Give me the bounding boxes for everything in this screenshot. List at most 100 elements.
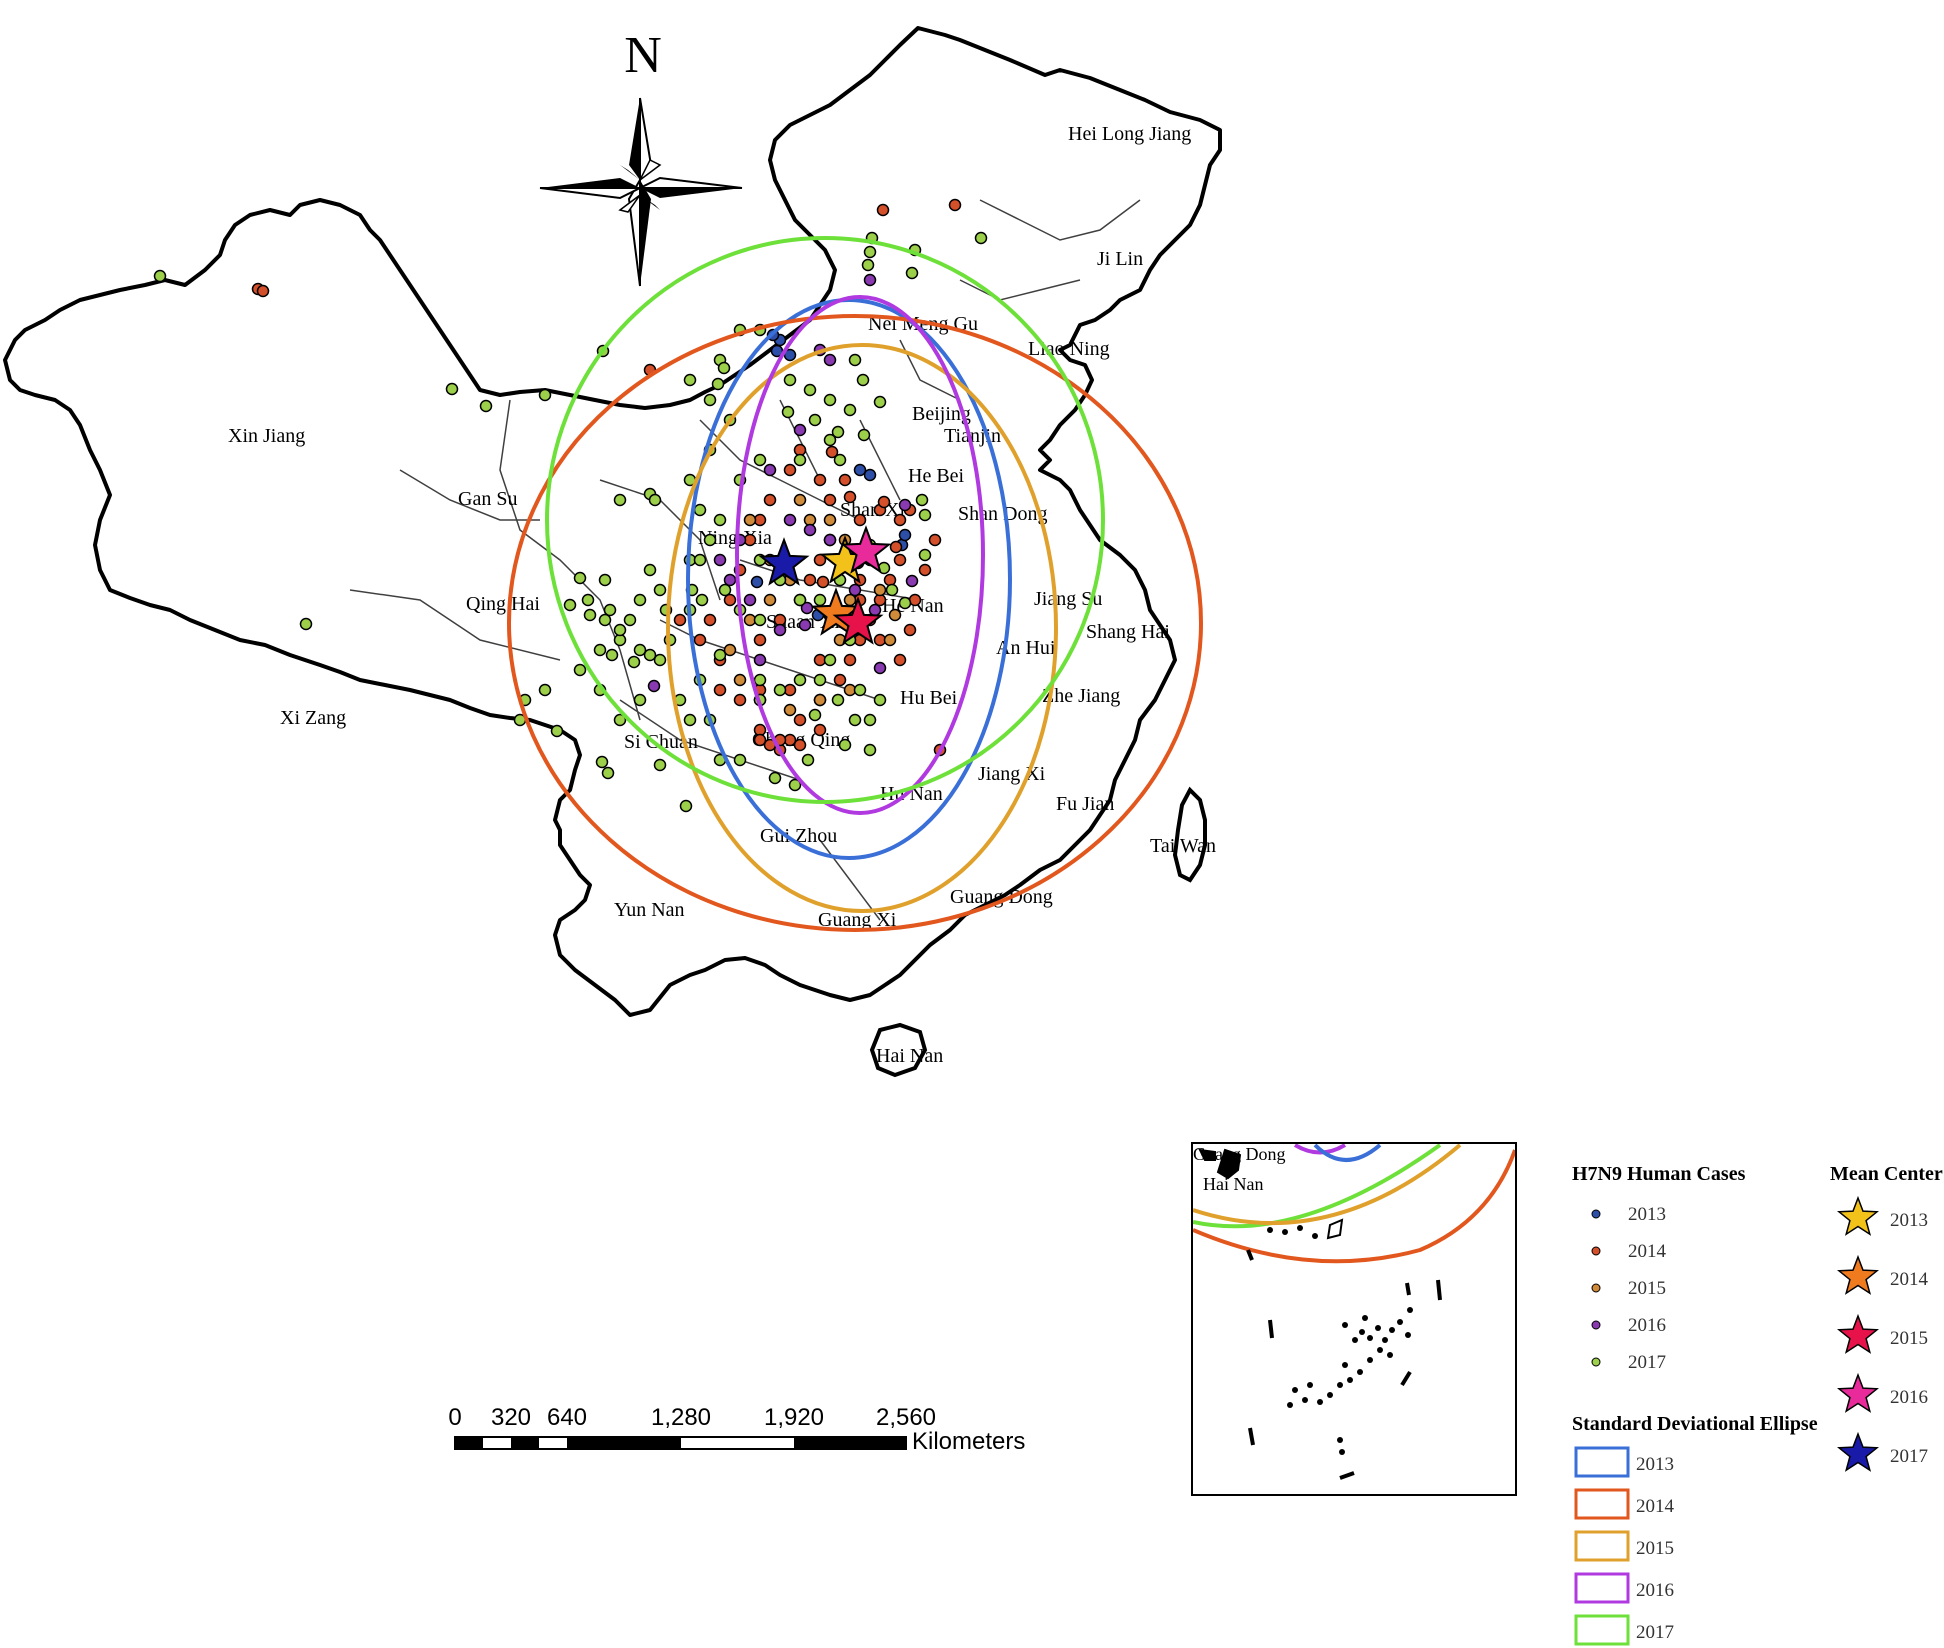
legend-ellipse-swatch-2016 bbox=[1574, 1572, 1630, 1604]
legend-case-marker-2015 bbox=[1591, 1283, 1601, 1293]
legend-center-year-2017: 2017 bbox=[1890, 1446, 1928, 1467]
case-point-2017 bbox=[831, 693, 845, 707]
legend-ellipse-year-2013: 2013 bbox=[1636, 1454, 1674, 1475]
case-point-2017 bbox=[885, 583, 899, 597]
case-points bbox=[153, 198, 988, 813]
label-hai-nan: Hai Nan bbox=[876, 1045, 943, 1067]
case-point-2015 bbox=[843, 593, 857, 607]
case-point-2017 bbox=[808, 413, 822, 427]
case-point-2017 bbox=[598, 613, 612, 627]
case-point-2017 bbox=[299, 617, 313, 631]
case-point-2017 bbox=[838, 738, 852, 752]
label-yun-nan: Yun Nan bbox=[614, 899, 685, 921]
case-point-2014 bbox=[793, 713, 807, 727]
case-point-2014 bbox=[793, 738, 807, 752]
legend-center-star-2014 bbox=[1836, 1254, 1880, 1295]
case-point-2014 bbox=[753, 733, 767, 747]
case-point-2017 bbox=[856, 373, 870, 387]
case-point-2014 bbox=[893, 553, 907, 567]
case-point-2017 bbox=[683, 373, 697, 387]
label-he-bei: He Bei bbox=[908, 465, 965, 487]
legend-ellipse-swatch-2017 bbox=[1574, 1614, 1630, 1646]
legend-ellipse-year-2017: 2017 bbox=[1636, 1622, 1674, 1643]
scale-tick-0: 0 bbox=[448, 1404, 461, 1431]
case-point-2014 bbox=[903, 623, 917, 637]
label-an-hui: An Hui bbox=[996, 637, 1056, 659]
label-jiang-xi: Jiang Xi bbox=[978, 763, 1046, 785]
legend-center-year-2016: 2016 bbox=[1890, 1387, 1928, 1408]
case-point-2016 bbox=[753, 653, 767, 667]
case-point-2017 bbox=[613, 713, 627, 727]
case-point-2017 bbox=[653, 653, 667, 667]
case-point-2017 bbox=[713, 648, 727, 662]
case-point-2015 bbox=[743, 513, 757, 527]
case-point-2017 bbox=[918, 548, 932, 562]
case-point-2017 bbox=[848, 713, 862, 727]
label-hu-nan: Hu Nan bbox=[880, 783, 943, 805]
label-zhe-jiang: Zhe Jiang bbox=[1042, 685, 1120, 707]
case-point-2017 bbox=[643, 648, 657, 662]
legend-cases-title: H7N9 Human Cases bbox=[1572, 1163, 1746, 1185]
case-point-2016 bbox=[823, 353, 837, 367]
case-point-2014 bbox=[763, 493, 777, 507]
case-point-2015 bbox=[763, 593, 777, 607]
label-si-chuan: Si Chuan bbox=[624, 731, 698, 753]
case-point-2017 bbox=[703, 533, 717, 547]
case-point-2017 bbox=[153, 269, 167, 283]
case-point-2013 bbox=[853, 463, 867, 477]
case-point-2016 bbox=[723, 573, 737, 587]
case-point-2017 bbox=[573, 571, 587, 585]
mean-centers bbox=[758, 525, 892, 645]
legend-center-year-2015: 2015 bbox=[1890, 1328, 1928, 1349]
case-point-2017 bbox=[831, 425, 845, 439]
case-point-2017 bbox=[918, 508, 932, 522]
case-point-2017 bbox=[583, 608, 597, 622]
case-point-2016 bbox=[863, 273, 877, 287]
case-point-2017 bbox=[479, 399, 493, 413]
scale-tick-320: 320 bbox=[491, 1404, 531, 1431]
label-jiang-su: Jiang Su bbox=[1034, 588, 1102, 610]
case-point-2017 bbox=[550, 724, 564, 738]
case-point-2015 bbox=[873, 583, 887, 597]
case-point-2017 bbox=[711, 377, 725, 391]
case-point-2017 bbox=[853, 683, 867, 697]
scale-tick-1280: 1,280 bbox=[651, 1404, 711, 1431]
case-point-2016 bbox=[823, 533, 837, 547]
case-point-2015 bbox=[813, 693, 827, 707]
case-point-2014 bbox=[883, 573, 897, 587]
case-point-2014 bbox=[813, 723, 827, 737]
case-point-2017 bbox=[915, 493, 929, 507]
case-point-2016 bbox=[868, 603, 882, 617]
case-point-2017 bbox=[623, 613, 637, 627]
case-point-2017 bbox=[905, 266, 919, 280]
case-point-2013 bbox=[750, 575, 764, 589]
legend-ellipse-title: Standard Deviational Ellipse bbox=[1572, 1413, 1818, 1435]
case-point-2017 bbox=[733, 753, 747, 767]
case-point-2017 bbox=[898, 596, 912, 610]
case-point-2014 bbox=[843, 653, 857, 667]
case-point-2017 bbox=[808, 708, 822, 722]
ellipse-2016 bbox=[735, 295, 985, 815]
case-point-2014 bbox=[928, 533, 942, 547]
case-point-2017 bbox=[783, 373, 797, 387]
case-point-2014 bbox=[876, 203, 890, 217]
case-point-2014 bbox=[723, 593, 737, 607]
ellipse-2017 bbox=[545, 236, 1105, 804]
case-point-2014 bbox=[889, 540, 903, 554]
case-point-2017 bbox=[753, 453, 767, 467]
case-point-2017 bbox=[768, 771, 782, 785]
case-point-2017 bbox=[863, 245, 877, 259]
case-point-2014 bbox=[813, 473, 827, 487]
legend-center-year-2014: 2014 bbox=[1890, 1269, 1929, 1290]
case-point-2017 bbox=[581, 593, 595, 607]
label-beijing: Beijing bbox=[912, 403, 971, 425]
label-gan-su: Gan Su bbox=[458, 488, 517, 510]
case-point-2014 bbox=[703, 613, 717, 627]
case-point-2016 bbox=[713, 553, 727, 567]
legend-center-star-2015 bbox=[1836, 1313, 1880, 1354]
case-point-2014 bbox=[713, 683, 727, 697]
case-point-2016 bbox=[898, 498, 912, 512]
case-point-2016 bbox=[647, 679, 661, 693]
